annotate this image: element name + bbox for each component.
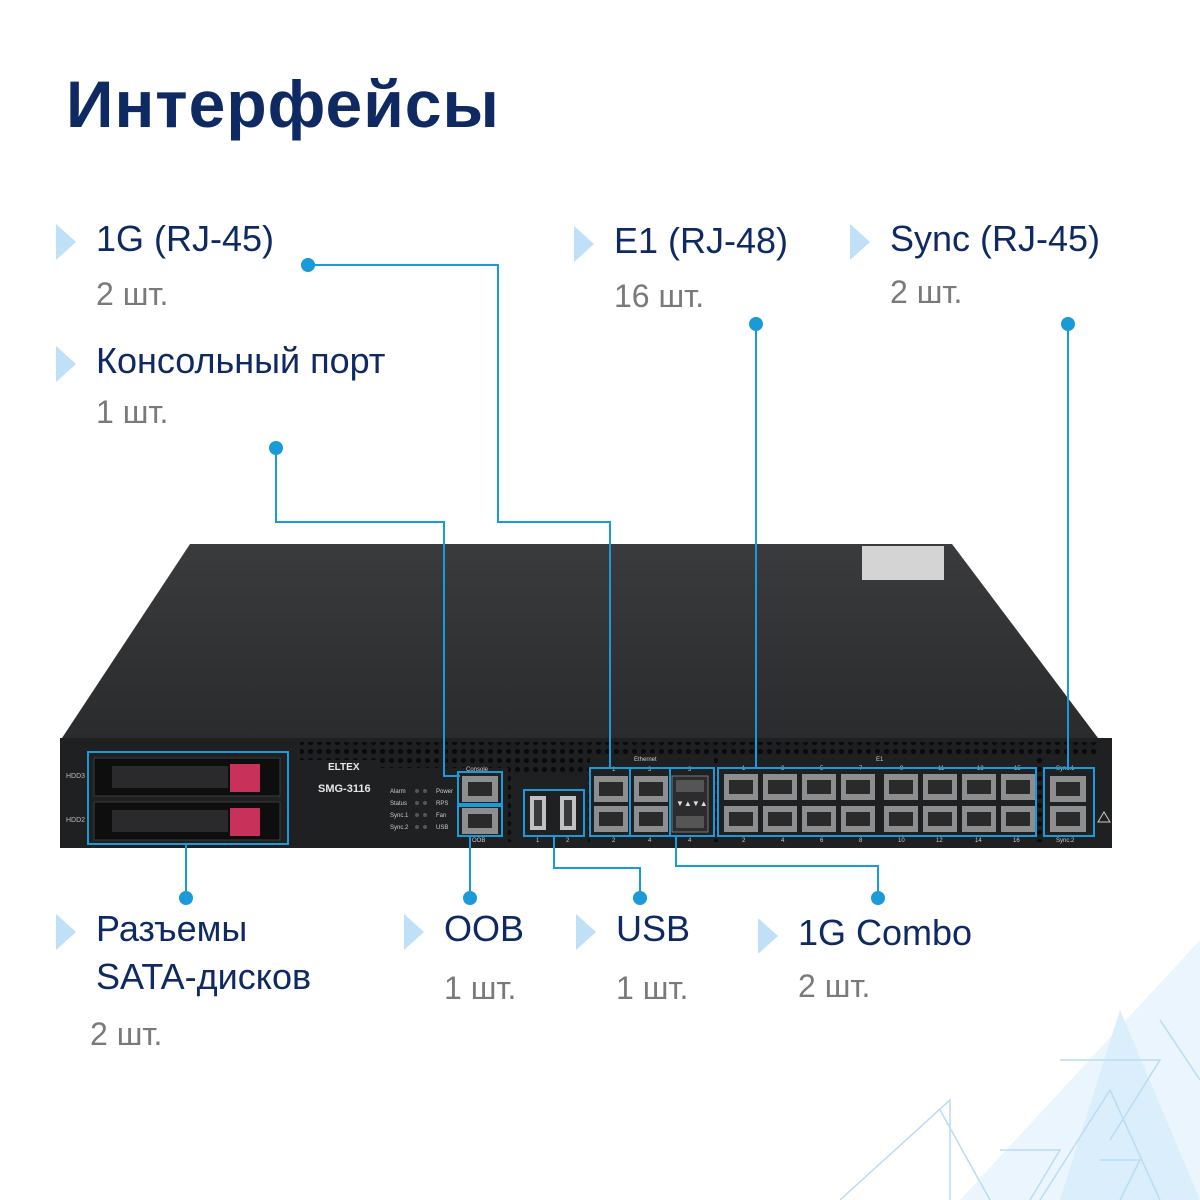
feature-qty: 2 шт.	[798, 968, 871, 1004]
console-port	[462, 776, 498, 802]
feature-qty: 1 шт.	[444, 970, 517, 1006]
e1-ports	[724, 774, 1035, 832]
highlight-e1	[717, 767, 1037, 837]
arrow-icon	[576, 914, 596, 950]
feature-name: OOB	[444, 908, 525, 949]
callout-dot	[179, 891, 193, 905]
feature-name: 1G Combo	[798, 912, 973, 953]
led-label: Power	[436, 789, 453, 795]
eth-number: 1	[612, 767, 616, 773]
callout-dot	[749, 317, 763, 331]
feature-name: USB	[616, 908, 691, 949]
brand-logo: ELTEX	[328, 762, 360, 773]
highlight-console	[457, 771, 503, 807]
highlight-oob	[457, 803, 503, 837]
feature-name: E1 (RJ-48)	[614, 220, 789, 261]
callout-line-1g	[308, 264, 611, 768]
feature-name: Sync (RJ-45)	[890, 218, 1101, 259]
eth-number: 3	[688, 767, 692, 773]
feature-qty: 16 шт.	[614, 278, 705, 314]
model-label: SMG-3116	[318, 783, 371, 795]
callout-dot	[463, 891, 477, 905]
device-top-cover	[62, 544, 1098, 738]
eth-number: 2	[612, 838, 616, 844]
feature-qty: 2 шт.	[890, 274, 963, 310]
led-label: Sync.2	[390, 825, 409, 831]
feature-qty: 2 шт.	[90, 1016, 163, 1052]
e1-label: E1	[876, 757, 884, 763]
eth-ports	[594, 776, 668, 832]
feature-name: Консольный порт	[96, 340, 386, 381]
oob-label: OOB	[472, 838, 485, 844]
eth-number: 4	[648, 838, 652, 844]
e1-number: 10	[898, 838, 905, 844]
usb-port	[560, 796, 576, 830]
ethernet-label: Ethernet	[634, 757, 657, 763]
feature-qty: 1 шт.	[616, 970, 689, 1006]
arrow-icon	[404, 914, 424, 950]
highlight-combo	[629, 767, 715, 837]
e1-number: 8	[859, 838, 863, 844]
arrow-icon	[56, 224, 76, 260]
usb-port	[530, 796, 546, 830]
sync-ports	[1050, 776, 1086, 832]
led-label: RPS	[436, 801, 448, 807]
sfp-combo-ports: ▼▲▼▲	[671, 775, 709, 833]
feature-qty: 1 шт.	[96, 394, 169, 430]
eth-number: 4	[688, 838, 692, 844]
arrow-icon	[56, 914, 76, 950]
callout-line-usb	[553, 836, 641, 898]
feature-name: 1G (RJ-45)	[96, 218, 275, 259]
led-label: USB	[436, 825, 448, 831]
callout-dot	[269, 441, 283, 455]
page-title: Интерфейсы	[66, 67, 500, 141]
svg-text:▼▲▼▲: ▼▲▼▲	[676, 799, 708, 808]
feature-qty: 2 шт.	[96, 276, 169, 312]
arrow-icon	[758, 918, 778, 954]
feature-name-line1: Разъемы	[96, 908, 248, 949]
sync2-label: Sync.2	[1056, 838, 1075, 844]
led-label: Fan	[436, 813, 446, 819]
callout-line-combo	[675, 836, 879, 898]
e1-number: 2	[742, 838, 746, 844]
highlight-sata	[87, 751, 289, 845]
led-label: Sync.1	[390, 813, 409, 819]
arrow-icon	[56, 346, 76, 382]
laser-warning-icon	[1097, 811, 1111, 823]
hdd-bay	[93, 801, 281, 841]
eth-number: 3	[648, 767, 652, 773]
hdd-bay	[93, 757, 281, 797]
usb-number: 2	[566, 838, 570, 844]
led-label: Alarm	[390, 789, 406, 795]
e1-number: 4	[781, 838, 785, 844]
e1-number: 14	[975, 838, 982, 844]
e1-number: 16	[1013, 838, 1020, 844]
callout-dot	[633, 891, 647, 905]
usb-number: 1	[536, 838, 540, 844]
arrow-icon	[850, 224, 870, 260]
callout-dot	[1061, 317, 1075, 331]
oob-port	[462, 808, 498, 834]
callout-line-console	[275, 448, 460, 777]
device-label-sticker	[862, 546, 944, 580]
arrow-icon	[574, 226, 594, 262]
callout-dot	[301, 258, 315, 272]
e1-number: 6	[820, 838, 824, 844]
console-label: Console	[466, 767, 489, 773]
hdd-label: HDD2	[66, 817, 85, 824]
hdd-label: HDD3	[66, 773, 85, 780]
e1-number: 12	[936, 838, 943, 844]
feature-name-line2: SATA-дисков	[96, 956, 312, 997]
callout-dot	[871, 891, 885, 905]
led-label: Status	[390, 801, 407, 807]
